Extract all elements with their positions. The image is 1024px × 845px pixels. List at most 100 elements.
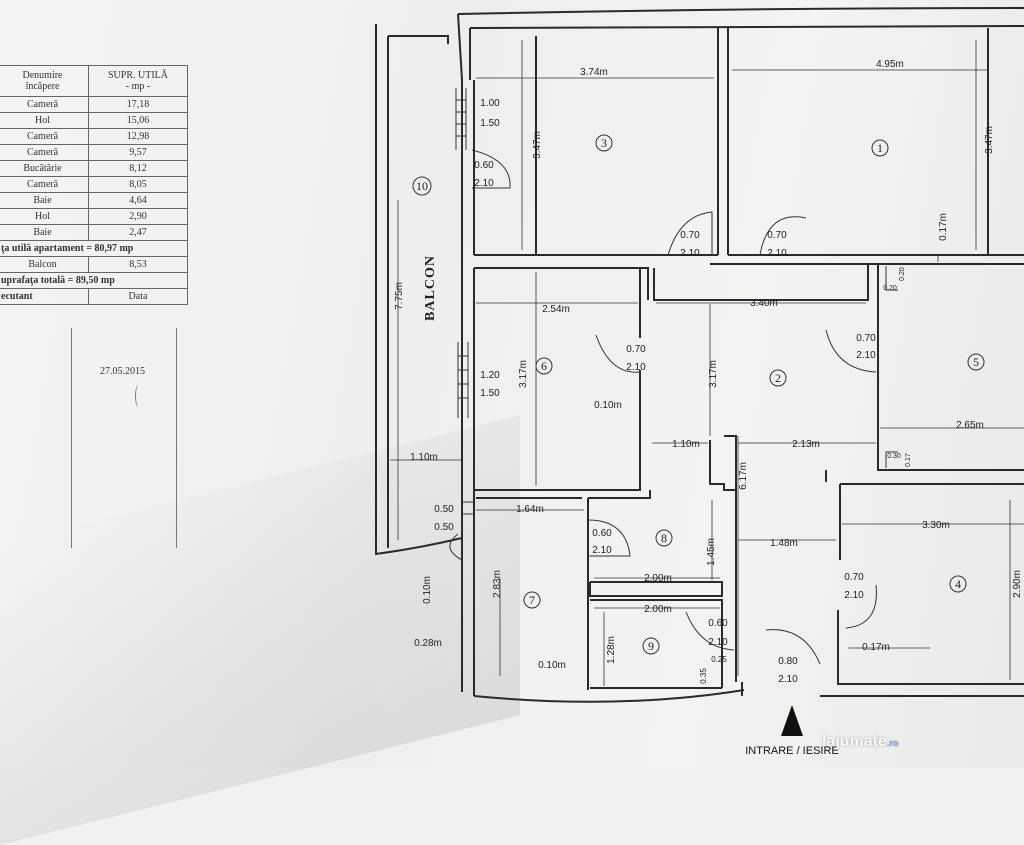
dimension-labels: 3.74m 4.95m 3.47m 3.47m 1.00 1.50 0.60 2… xyxy=(394,59,1023,685)
room-10-marker: 10 xyxy=(412,176,432,196)
room-markers: 3 1 10 5 6 2 8 4 7 9 xyxy=(412,134,985,655)
dim-label: 0.20 xyxy=(883,285,897,292)
dim-label: 2.10 xyxy=(474,178,494,189)
dim-label: 0.60 xyxy=(708,618,728,629)
dim-label: 1.20 xyxy=(480,370,500,381)
balcony-label: BALCON xyxy=(423,255,438,321)
room-2-marker: 2 xyxy=(769,369,787,387)
dim-label: 0.50 xyxy=(434,522,454,533)
dim-label: 1.64m xyxy=(516,504,544,515)
svg-text:7: 7 xyxy=(529,593,535,607)
svg-text:4: 4 xyxy=(955,577,961,591)
table-header: Denumire încăpere SUPR. UTILĂ - mp - xyxy=(0,65,188,97)
dim-label: 0.20 xyxy=(899,267,906,281)
svg-text:3: 3 xyxy=(601,136,607,150)
dim-label: 2.00m xyxy=(644,573,672,584)
dim-label: 0.10m xyxy=(594,400,622,411)
dim-label: 1.10m xyxy=(672,439,700,450)
window-marks xyxy=(455,88,898,515)
dim-label: 0.70 xyxy=(767,230,787,241)
dim-label: 4.95m xyxy=(876,59,904,70)
dim-label: 2.10 xyxy=(708,637,728,648)
dim-label: 0.17 xyxy=(905,453,912,467)
floor-plan: 3 1 10 5 6 2 8 4 7 9 BALCON 3.74m 4.95m … xyxy=(375,7,1024,757)
dim-label: 0.70 xyxy=(626,344,646,355)
dim-label: 1.00 xyxy=(480,98,500,109)
dim-label: 6.17m xyxy=(738,462,749,490)
dim-label: 0.70 xyxy=(680,230,700,241)
dim-label: 1.28m xyxy=(606,636,617,664)
signature-mark xyxy=(135,385,142,407)
dim-label: 2.10 xyxy=(778,674,798,685)
svg-text:8: 8 xyxy=(661,531,667,545)
walls xyxy=(375,7,1024,703)
dim-label: 2.00m xyxy=(644,604,672,615)
dim-label: 0.30 xyxy=(887,453,901,460)
dim-label: 1.10m xyxy=(410,452,438,463)
dim-label: 3.74m xyxy=(580,67,608,78)
dim-label: 0.17m xyxy=(938,213,949,241)
entrance-arrow-icon xyxy=(781,705,803,736)
date-column xyxy=(76,328,177,548)
dim-label: 1.48m xyxy=(770,538,798,549)
room-1-marker: 1 xyxy=(871,139,889,157)
table-header-area: SUPR. UTILĂ - mp - xyxy=(88,65,188,97)
table-header-name: Denumire încăpere xyxy=(0,65,89,97)
dim-label: 0.80 xyxy=(778,656,798,667)
dim-label: 3.30m xyxy=(922,520,950,531)
dim-label: 3.17m xyxy=(708,360,719,388)
dim-label: 2.10 xyxy=(767,248,787,259)
door-swings xyxy=(449,149,877,665)
room-5-marker: 5 xyxy=(967,353,985,371)
svg-text:5: 5 xyxy=(973,355,979,369)
room-7-marker: 7 xyxy=(523,591,541,609)
dim-label: 0.60 xyxy=(474,160,494,171)
dim-label: 2.10 xyxy=(856,350,876,361)
dim-label: 1.50 xyxy=(480,388,500,399)
svg-text:2: 2 xyxy=(775,371,781,385)
svg-text:10: 10 xyxy=(416,179,428,193)
entrance-label: INTRARE / IESIRE xyxy=(745,745,839,757)
dim-label: 1.50 xyxy=(480,118,500,129)
dim-label: 0.70 xyxy=(844,572,864,583)
dim-label: 2.10 xyxy=(680,248,700,259)
dim-label: 0.70 xyxy=(856,333,876,344)
dim-label: 3.17m xyxy=(518,360,529,388)
area-table: Denumire încăpere SUPR. UTILĂ - mp - Cam… xyxy=(0,65,188,305)
svg-text:9: 9 xyxy=(648,639,654,653)
room-3-marker: 3 xyxy=(595,134,613,152)
signature-column xyxy=(0,328,72,548)
dim-label: 0.10m xyxy=(422,576,433,604)
room-8-marker: 8 xyxy=(655,529,673,547)
dim-label: 3.40m xyxy=(750,298,778,309)
dim-label: 3.47m xyxy=(532,131,543,159)
dim-label: 0.60 xyxy=(592,528,612,539)
dim-label: 2.10 xyxy=(626,362,646,373)
dim-label: 2.90m xyxy=(1012,570,1023,598)
dim-label: 0.10m xyxy=(538,660,566,671)
dim-label: 2.54m xyxy=(542,304,570,315)
dim-label: 2.83m xyxy=(492,570,503,598)
dim-label: 2.13m xyxy=(792,439,820,450)
dim-label: 1.45m xyxy=(706,538,717,566)
dim-label: 0.17m xyxy=(862,642,890,653)
svg-text:1: 1 xyxy=(877,141,883,155)
room-4-marker: 4 xyxy=(949,575,967,593)
dim-label: 2.10 xyxy=(592,545,612,556)
dim-label: 3.47m xyxy=(984,126,995,154)
dim-label: 0.50 xyxy=(434,504,454,515)
room-6-marker: 6 xyxy=(535,357,553,375)
dim-label: 0.28m xyxy=(414,638,442,649)
dim-label: 2.10 xyxy=(844,590,864,601)
dim-label: 7.75m xyxy=(394,282,405,310)
entrance-marker: INTRARE / IESIRE xyxy=(745,705,839,757)
watermark: lajumate.ro xyxy=(822,733,899,750)
dim-label: 0.35 xyxy=(699,668,708,684)
dim-label: 0.25 xyxy=(711,655,727,664)
